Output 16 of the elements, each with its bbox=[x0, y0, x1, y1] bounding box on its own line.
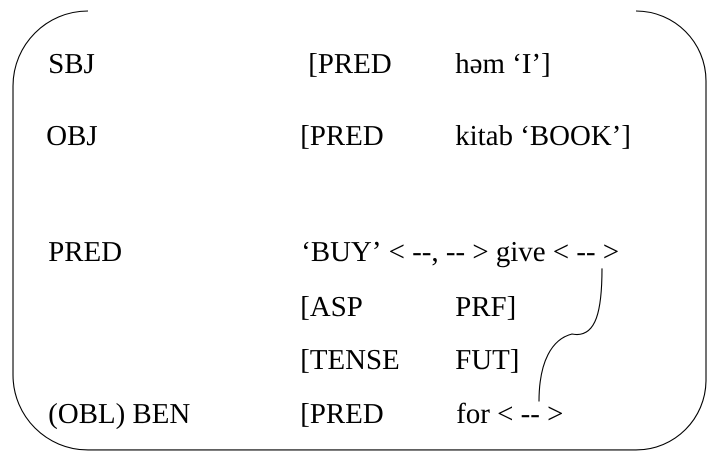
feature-label: həm ‘I’] bbox=[455, 52, 549, 77]
feature-label: [TENSE bbox=[302, 348, 398, 373]
feature-label: [PRED bbox=[302, 124, 383, 149]
feature-label: PRF] bbox=[456, 296, 514, 320]
connector-line bbox=[538, 268, 603, 402]
feature-label: (OBL) BEN bbox=[49, 402, 190, 430]
feature-value: ‘BUY’ < --, -- > give < -- > bbox=[304, 242, 618, 268]
feature-label: [ASP bbox=[302, 296, 362, 320]
feature-value: for < -- > bbox=[457, 402, 562, 424]
feature-label: kitab ‘BOOK’] bbox=[456, 124, 629, 149]
feature-label: [PRED bbox=[302, 402, 383, 427]
feature-label: OBJ bbox=[47, 126, 97, 146]
feature-label: [PRED bbox=[310, 52, 391, 77]
feature-label: PRED bbox=[49, 242, 121, 262]
feature-label: SBJ bbox=[50, 54, 94, 74]
feature-label: FUT] bbox=[456, 348, 518, 373]
